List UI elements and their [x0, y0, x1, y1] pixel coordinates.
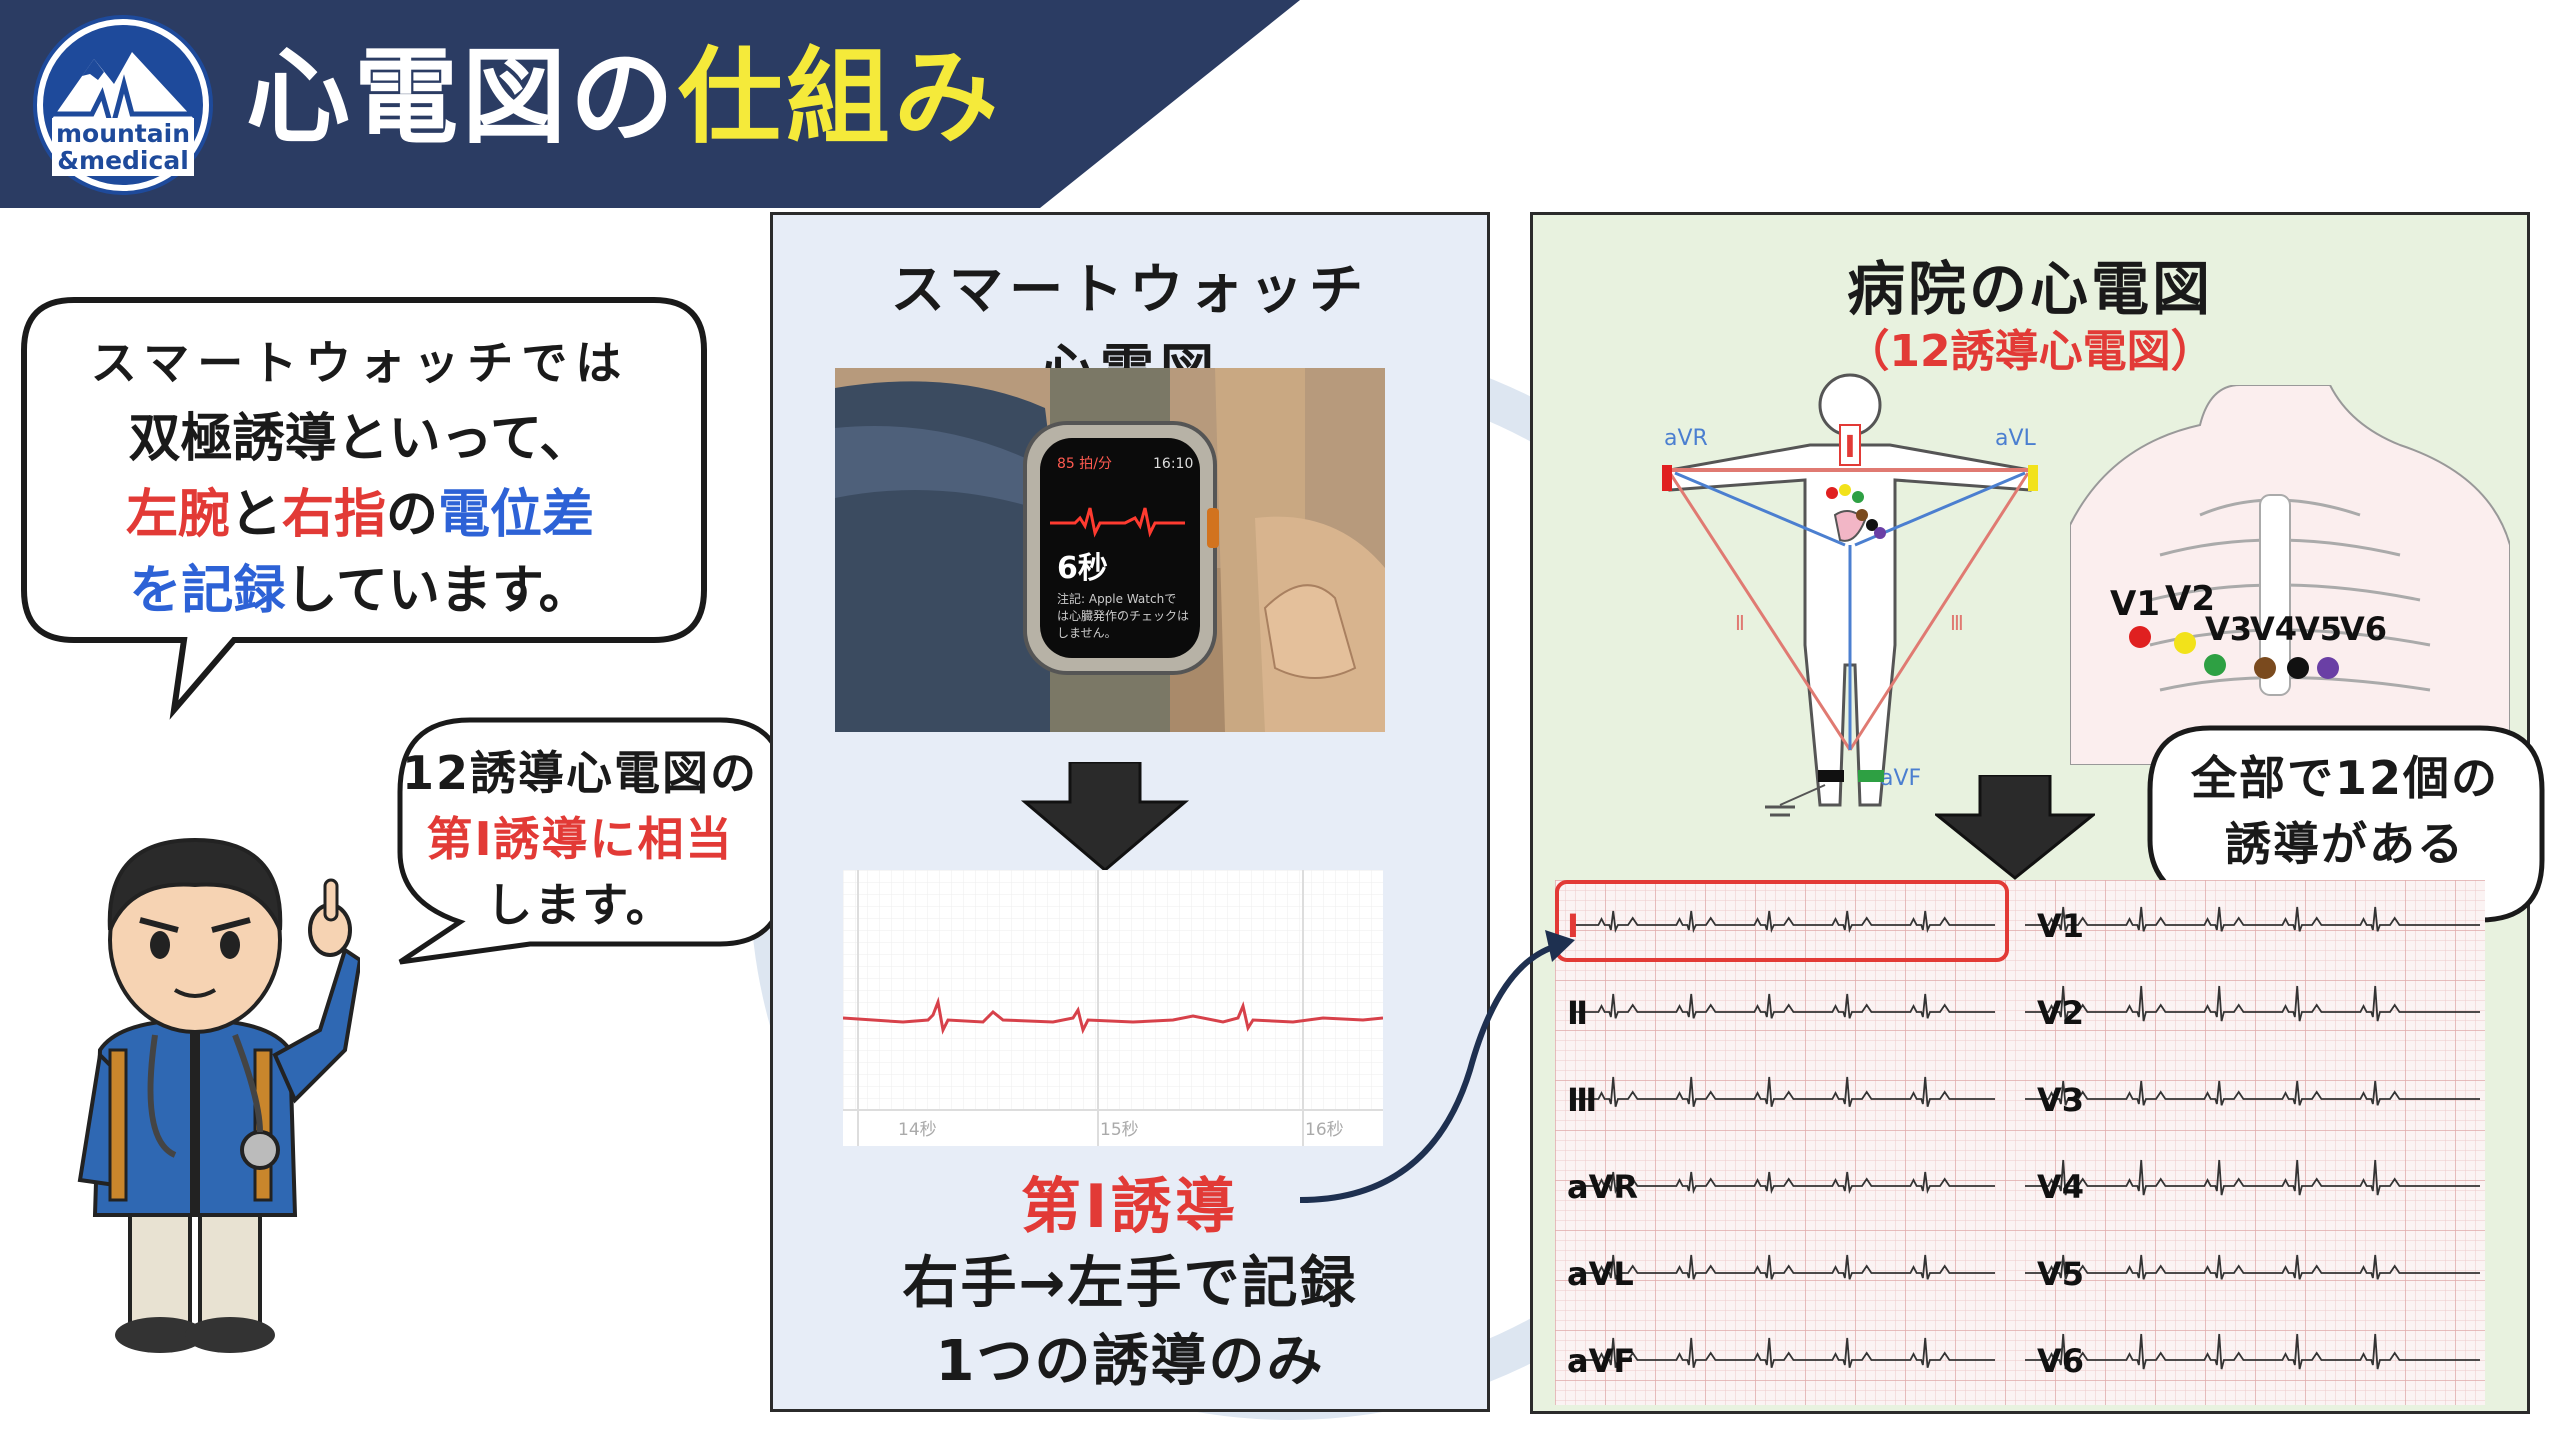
- ecg-trace-right-4: [2025, 1254, 2480, 1280]
- ecg-trace-right-3: [2025, 1159, 2480, 1196]
- header-band: [0, 0, 1300, 208]
- ecg-trace-left-4: [1575, 1254, 1995, 1280]
- lead1-label: 第Ⅰ誘導: [1020, 1172, 1240, 1242]
- ecg-chest-lead-label-1: V2: [2037, 994, 2084, 1032]
- down-arrow-left: [1020, 762, 1190, 872]
- ecg-chest-lead-label-0: V1: [2037, 907, 2084, 945]
- chest-label-v5: V5: [2295, 610, 2342, 648]
- logo-text-line2: &medical: [57, 146, 189, 175]
- avr-label: aVR: [1664, 426, 1708, 451]
- lead1-highlight-box: [1555, 880, 2009, 962]
- lead-i-label: Ⅰ: [1844, 430, 1855, 465]
- ecg-trace-left-1: [1575, 993, 1995, 1019]
- limb-lead-body-diagram: Ⅰ aVR aVL aVF Ⅱ Ⅲ: [1662, 373, 2038, 817]
- doctor-character-illustration: [77, 837, 360, 1353]
- single-lead-note: 1つの誘導のみ: [935, 1329, 1325, 1394]
- page-title: 心電図の仕組み: [246, 36, 1003, 158]
- mountain-medical-logo: mountain &medical: [33, 15, 213, 195]
- ecg-trace-left-0: [1575, 910, 1995, 934]
- ecg-lead-label-2: Ⅲ: [1567, 1081, 1597, 1119]
- ecg-tick-16: 16秒: [1305, 1120, 1344, 1140]
- avl-label: aVL: [1995, 426, 2037, 451]
- ecg-tick-14: 14秒: [898, 1120, 937, 1140]
- smartwatch-ecg-strip: 14秒 15秒 16秒: [843, 870, 1383, 1146]
- watch-note-3: しません。: [1057, 626, 1117, 640]
- hospital-panel-heading: 病院の心電図: [1846, 255, 2213, 323]
- watch-note-2: は心臓発作のチェックは: [1057, 609, 1189, 623]
- ecg-lead-label-5: aVF: [1567, 1342, 1635, 1380]
- logo-text-line1: mountain: [56, 119, 190, 148]
- chest-label-v1: V1: [2110, 584, 2160, 624]
- watch-note-1: 注記: Apple Watchで: [1057, 591, 1176, 606]
- ecg-trace-left-5: [1575, 1337, 1995, 1368]
- ecg-trace-right-1: [2025, 985, 2480, 1022]
- chest-label-v2: V2: [2165, 579, 2215, 619]
- ecg-lead-label-1: Ⅱ: [1567, 994, 1588, 1032]
- ecg-trace-right-5: [2025, 1333, 2480, 1370]
- bubble-12-leads-text: 全部で12個の 誘導がある: [2190, 751, 2499, 871]
- avf-label: aVF: [1880, 766, 1921, 791]
- bubble-lead1-text: 12誘導心電図の 第Ⅰ誘導に相当 します。: [401, 746, 758, 932]
- bubble-main-text: スマートウォッチでは 双極誘導といって、 左腕と右指の電位差 を記録しています。: [90, 336, 630, 621]
- watch-seconds: 6秒: [1057, 551, 1108, 586]
- lead-ii-label: Ⅱ: [1735, 611, 1745, 635]
- ecg-trace-left-2: [1575, 1076, 1995, 1107]
- ecg-chest-lead-label-4: V5: [2037, 1255, 2084, 1293]
- ecg-chest-lead-label-5: V6: [2037, 1342, 2084, 1380]
- speech-bubble-main: [21, 297, 707, 720]
- ecg-chest-lead-label-3: V4: [2037, 1168, 2084, 1206]
- lead-iii-label: Ⅲ: [1950, 611, 1964, 635]
- ecg-chest-lead-label-2: V3: [2037, 1081, 2084, 1119]
- hospital-panel-subheading: （12誘導心電図）: [1845, 326, 2215, 377]
- ecg-trace-left-3: [1575, 1171, 1995, 1195]
- ecg-lead-label-0: Ⅰ: [1567, 907, 1579, 945]
- record-direction-note: 右手→左手で記録: [902, 1251, 1358, 1316]
- chest-label-v4: V4: [2250, 610, 2297, 648]
- ecg-trace-right-2: [2025, 1080, 2480, 1106]
- chest-label-v3: V3: [2205, 610, 2252, 648]
- smartwatch-photo: 85 拍/分 16:10 6秒 注記: Apple Watchで は心臓発作のチ…: [835, 368, 1385, 732]
- connector-arrow: [1299, 930, 1575, 1203]
- ecg-lead-label-4: aVL: [1567, 1255, 1634, 1293]
- down-arrow-right: [1935, 775, 2095, 880]
- watch-bpm: 85 拍/分: [1057, 456, 1112, 472]
- watch-time: 16:10: [1153, 456, 1193, 472]
- ecg-tick-15: 15秒: [1100, 1120, 1139, 1140]
- ecg-lead-label-3: aVR: [1567, 1168, 1638, 1206]
- chest-label-v6: V6: [2340, 610, 2387, 648]
- chest-lead-diagram: V1 V2 V3 V4 V5 V6: [2070, 385, 2510, 765]
- ecg-trace-right-0: [2025, 906, 2480, 932]
